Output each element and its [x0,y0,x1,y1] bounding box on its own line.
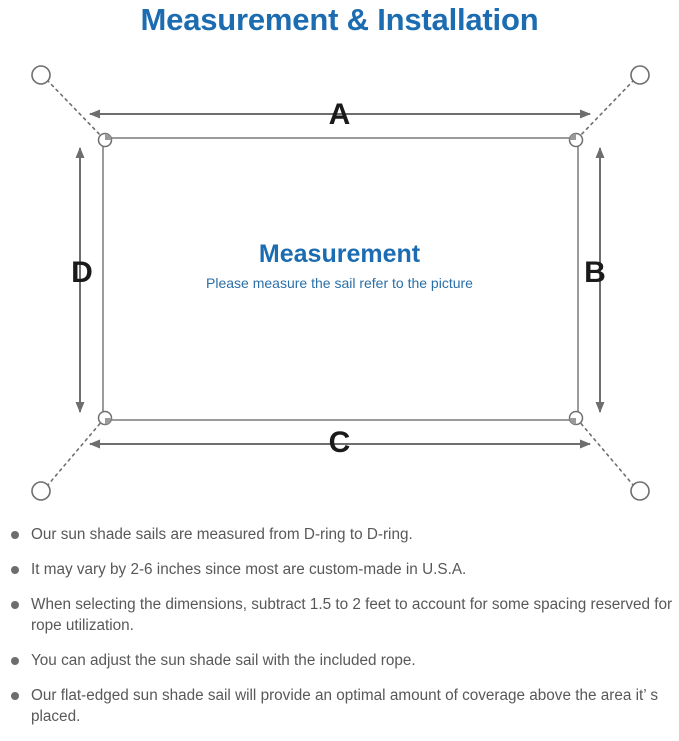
bullet-icon [11,531,19,539]
note-text: You can adjust the sun shade sail with t… [31,652,416,669]
sail-measurement-title: Measurement [258,240,421,268]
d-ring-fill-bottom-left [105,418,112,425]
rope-bottom-right [577,419,635,487]
sail-measurement-diagram: A B C D Measurement Please measure the s… [0,48,679,518]
anchor-bottom-left [31,481,51,501]
anchor-bottom-right [630,481,650,501]
dimension-label-b: B [584,256,606,289]
diagram-svg [31,65,650,501]
page-title: Measurement & Installation [140,2,539,37]
dimension-label-c: C [328,426,351,459]
anchor-rings [31,65,650,501]
d-ring-fill-top-right [569,133,576,140]
rope-top-right [577,79,635,139]
rope-top-left [46,79,104,139]
dimension-label-a: A [328,98,351,131]
anchor-top-right [630,65,650,85]
dimension-arrows [75,109,605,449]
bullet-icon [11,692,19,700]
list-item: Our flat-edged sun shade sail will provi… [0,685,679,727]
sail-center-labels: Measurement Please measure the sail refe… [0,238,679,294]
bullet-icon [11,657,19,665]
note-text: When selecting the dimensions, subtract … [31,596,673,634]
list-item: When selecting the dimensions, subtract … [0,594,679,636]
list-item: Our sun shade sails are measured from D-… [0,524,679,545]
d-ring-fill-top-left [105,133,112,140]
bullet-icon [11,566,19,574]
list-item: You can adjust the sun shade sail with t… [0,650,679,671]
anchor-top-left [31,65,51,85]
sail-measurement-subtitle: Please measure the sail refer to the pic… [206,275,473,291]
shade-sail-body [102,137,579,421]
rope-bottom-left [46,419,104,487]
notes-list: Our sun shade sails are measured from D-… [0,524,679,741]
d-ring-fills [105,133,576,425]
note-text: Our sun shade sails are measured from D-… [31,526,413,543]
list-item: It may vary by 2-6 inches since most are… [0,559,679,580]
note-text: It may vary by 2-6 inches since most are… [31,561,467,578]
note-text: Our flat-edged sun shade sail will provi… [31,687,658,725]
rope-lines [46,79,635,487]
d-ring-fill-bottom-right [569,418,576,425]
bullet-icon [11,601,19,609]
dimension-label-d: D [71,256,93,289]
